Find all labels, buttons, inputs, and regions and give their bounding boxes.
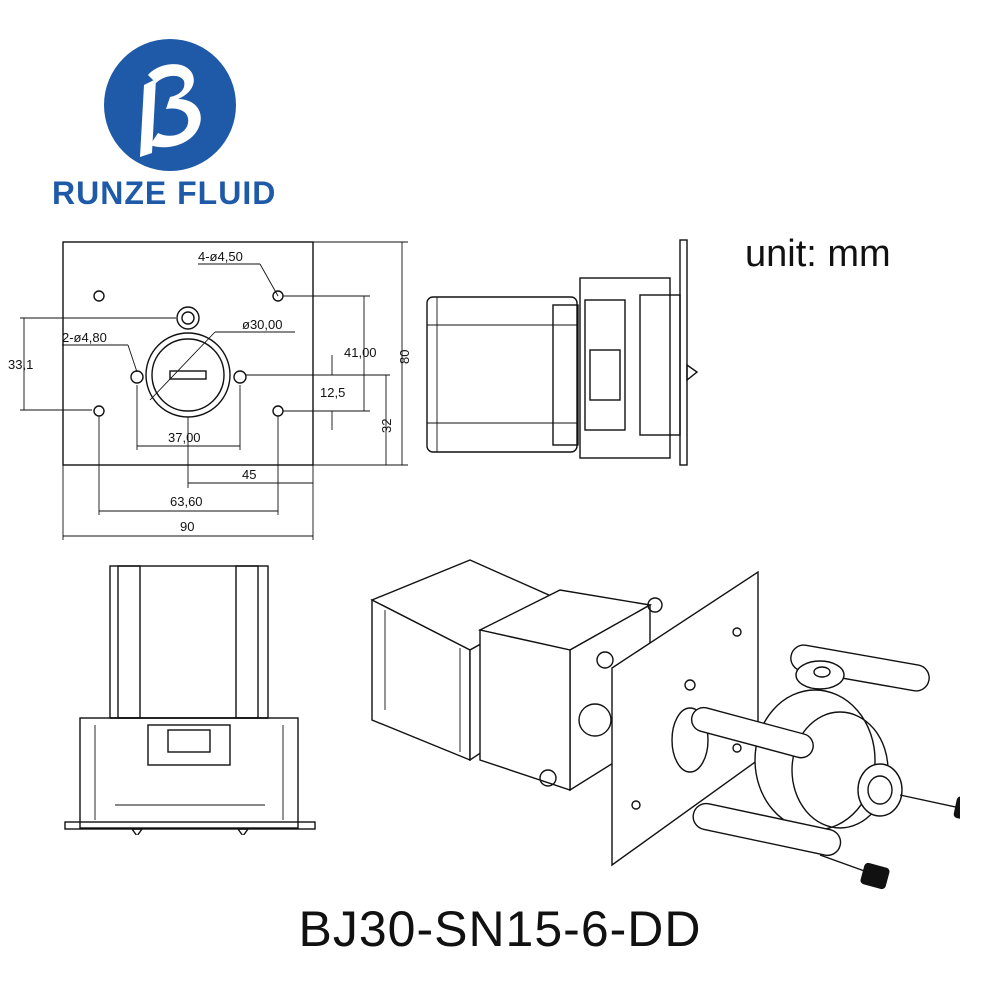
front-view-drawing: 33,1 4-ø4,50 2-ø4,80 ø30,00 41,00 80 12,… bbox=[8, 241, 412, 540]
dim-overall-height: 80 bbox=[397, 350, 412, 364]
dim-hole-spacing-v: 41,00 bbox=[344, 345, 377, 360]
dim-center-height: 32 bbox=[379, 419, 394, 433]
shaft-slot bbox=[169, 370, 207, 380]
central-boss bbox=[145, 332, 231, 418]
dim-locating-spacing: 37,00 bbox=[168, 430, 201, 445]
unit-note: unit: mm bbox=[745, 233, 891, 275]
side-view-drawing bbox=[426, 239, 699, 466]
locating-hole bbox=[233, 370, 247, 384]
dim-hole-spacing-h: 63,60 bbox=[170, 494, 203, 509]
dim-overall-width: 90 bbox=[180, 519, 194, 534]
locating-hole bbox=[130, 370, 144, 384]
model-name: BJ30-SN15-6-DD bbox=[298, 901, 702, 957]
iso-pump-head bbox=[754, 689, 876, 831]
dim-boss-diameter: ø30,00 bbox=[242, 317, 282, 332]
runze-logo-icon bbox=[104, 39, 236, 171]
top-boss bbox=[176, 306, 200, 330]
mount-hole bbox=[272, 405, 284, 417]
dim-center-offset: 45 bbox=[242, 467, 256, 482]
screw-icon bbox=[953, 796, 960, 822]
brand-name: RUNZE FLUID bbox=[52, 175, 277, 211]
mount-hole bbox=[93, 290, 105, 302]
screw-icon bbox=[860, 862, 890, 890]
top-view-drawing bbox=[64, 565, 316, 835]
dim-shaft-offset: 12,5 bbox=[320, 385, 345, 400]
isometric-view-drawing bbox=[370, 559, 960, 890]
mount-hole bbox=[93, 405, 105, 417]
dim-mount-holes: 4-ø4,50 bbox=[198, 249, 243, 264]
dim-locating-holes: 2-ø4,80 bbox=[62, 330, 107, 345]
dim-height-offset-left: 33,1 bbox=[8, 357, 33, 372]
